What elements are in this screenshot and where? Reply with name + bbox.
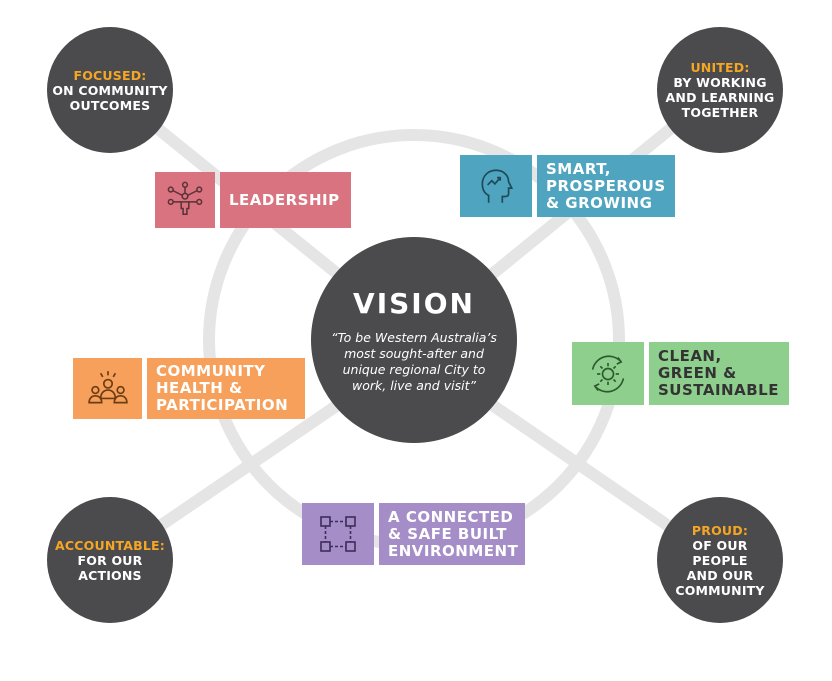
value-focused: FOCUSED: ON COMMUNITY OUTCOMES <box>47 27 173 153</box>
value-keyword: FOCUSED: <box>73 67 147 83</box>
value-description: ON COMMUNITY OUTCOMES <box>52 82 168 113</box>
value-keyword: UNITED: <box>690 60 750 75</box>
vision-quote: “To be Western Australia’s most sought-a… <box>331 329 497 393</box>
people-group-icon <box>73 358 142 419</box>
vision-title: VISION <box>353 286 475 320</box>
pillar-label: LEADERSHIP <box>220 172 351 228</box>
value-description: FOR OUR ACTIONS <box>77 552 143 583</box>
value-keyword: ACCOUNTABLE: <box>55 537 165 553</box>
pillar-community-health: COMMUNITY HEALTH & PARTICIPATION <box>73 358 305 419</box>
value-keyword: PROUD: <box>691 522 749 538</box>
leader-network-icon <box>155 172 215 228</box>
pillar-label: CLEAN, GREEN & SUSTAINABLE <box>649 342 789 405</box>
value-proud: PROUD: OF OUR PEOPLE AND OUR COMMUNITY <box>657 497 783 623</box>
connected-nodes-icon <box>302 503 374 565</box>
value-description: OF OUR PEOPLE AND OUR COMMUNITY <box>675 537 765 598</box>
pillar-clean-green: CLEAN, GREEN & SUSTAINABLE <box>572 342 789 405</box>
value-united: UNITED: BY WORKING AND LEARNING TOGETHER <box>657 27 783 153</box>
pillar-leadership: LEADERSHIP <box>155 172 351 228</box>
vision-circle: VISION “To be Western Australia’s most s… <box>311 237 517 443</box>
value-accountable: ACCOUNTABLE: FOR OUR ACTIONS <box>47 497 173 623</box>
sun-cycle-icon <box>572 342 644 405</box>
pillar-smart-prosperous: SMART, PROSPEROUS & GROWING <box>460 155 675 217</box>
pillar-label: COMMUNITY HEALTH & PARTICIPATION <box>147 358 305 419</box>
head-graph-icon <box>460 155 532 217</box>
pillar-connected-built-environment: A CONNECTED & SAFE BUILT ENVIRONMENT <box>302 503 525 565</box>
value-description: BY WORKING AND LEARNING TOGETHER <box>665 75 775 120</box>
pillar-label: A CONNECTED & SAFE BUILT ENVIRONMENT <box>379 503 525 565</box>
pillar-label: SMART, PROSPEROUS & GROWING <box>537 155 675 217</box>
